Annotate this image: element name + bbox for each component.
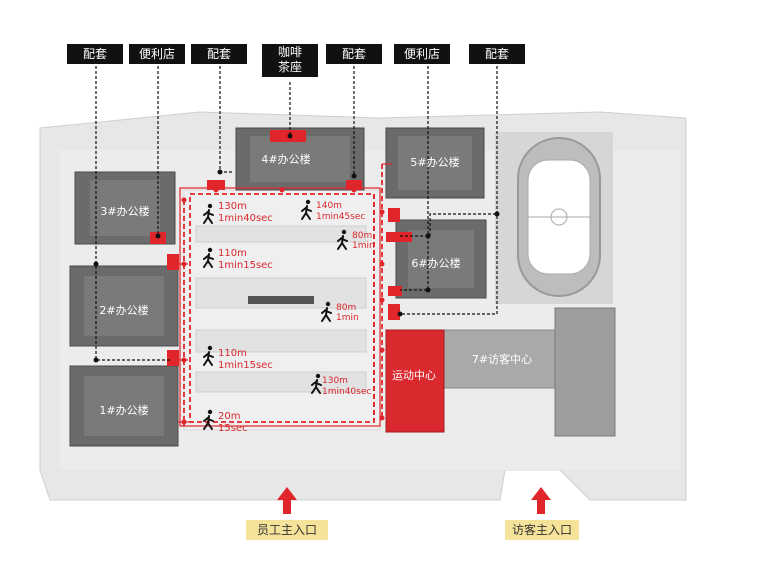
label-coffee-line1: 咖啡 [277,45,302,59]
walk-dist: 20m [218,411,240,422]
amenity-block [346,180,362,190]
walk-time: 1min [336,313,359,323]
amenity-block [386,232,412,242]
staff-entrance-arrow [277,487,297,514]
building-7-visitor-center [443,307,616,437]
walk-dist: 130m [218,201,247,212]
amenity-block [207,180,225,190]
walk-time: 1min45sec [316,212,365,222]
label-peitao-2: 配套 [191,44,247,64]
amenity-block [388,304,400,320]
walk-dist: 80m [352,231,372,241]
walk-time: 1min [352,241,375,251]
label-peitao-4: 配套 [469,44,525,64]
visitor-entrance-label: 访客主入口 [505,520,579,540]
walk-dist: 80m [336,303,356,313]
building-5 [385,127,485,199]
walk-time: 1min40sec [322,387,371,397]
sports-center-label: 运动中心 [392,369,436,382]
walk-time: 1min15sec [218,260,273,271]
walk-dist: 110m [218,348,247,359]
building-4 [235,127,365,191]
label-coffee-line2: 茶座 [277,60,302,74]
label-peitao-3: 配套 [326,44,382,64]
building-1 [69,365,179,447]
label-peitao-1: 配套 [67,44,123,64]
staff-entrance-label: 员工主入口 [246,520,328,540]
visitor-entrance-arrow [531,487,551,514]
walk-dist: 140m [316,201,342,211]
walk-dist: 110m [218,248,247,259]
building-label-2: 2#办公楼 [99,303,148,317]
label-convenience-1: 便利店 [129,44,185,64]
walk-dist: 130m [322,376,348,386]
walker-icons [203,199,348,430]
leader-lines [95,66,498,361]
walking-route [183,164,383,426]
building-label-1: 1#办公楼 [99,403,148,417]
amenity-block [388,208,400,222]
building-label-5: 5#办公楼 [410,155,459,169]
walk-time: 1min15sec [218,360,273,371]
walk-time: 15sec [218,423,248,434]
building-label-6: 6#办公楼 [411,256,460,270]
building-2 [69,265,179,347]
building-label-7: 7#访客中心 [472,352,532,366]
label-convenience-2: 便利店 [394,44,450,64]
amenity-block [388,286,402,296]
building-label-4: 4#办公楼 [261,152,310,166]
amenity-block [167,254,179,270]
amenity-block [167,350,179,366]
walk-time: 1min40sec [218,213,273,224]
label-coffee: 咖啡 茶座 [262,44,318,77]
sports-center [385,329,445,433]
building-label-3: 3#办公楼 [100,204,149,218]
